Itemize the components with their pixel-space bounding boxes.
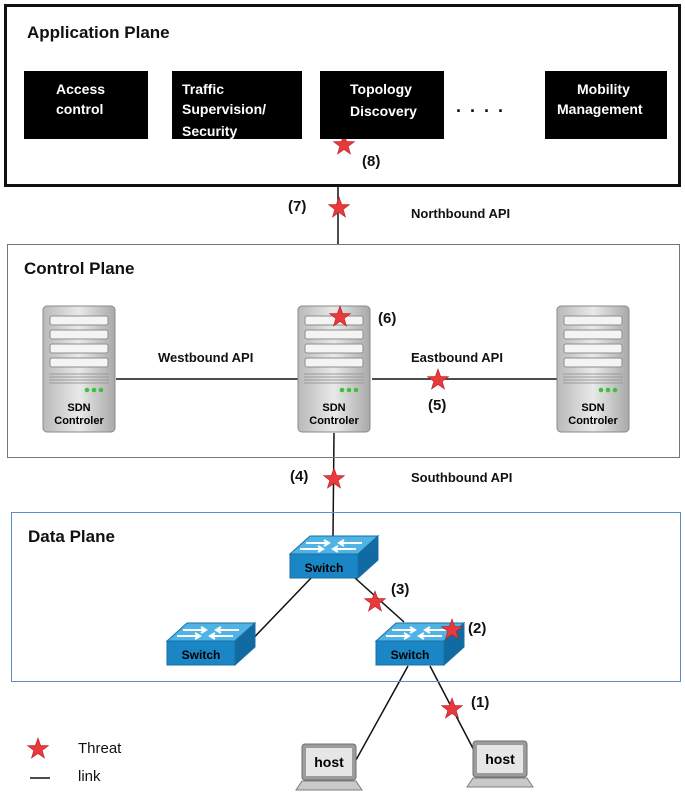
controller-label-line: Controler bbox=[54, 415, 104, 427]
sdn-controller-right-label: SDN Controler bbox=[557, 402, 629, 428]
app-label: Security bbox=[182, 123, 238, 139]
host-right-label: host bbox=[485, 751, 515, 767]
data-plane: Data Plane bbox=[11, 512, 681, 682]
app-label: control bbox=[56, 101, 104, 117]
app-label: Mobility bbox=[577, 81, 630, 97]
legend-link-label: link bbox=[78, 768, 101, 785]
data-plane-title: Data Plane bbox=[28, 527, 115, 546]
app-label: Management bbox=[557, 101, 643, 117]
threat-label-1: (1) bbox=[471, 694, 490, 711]
application-plane: Application Plane bbox=[4, 4, 681, 187]
control-plane-title: Control Plane bbox=[24, 259, 135, 278]
switch-left-label: Switch bbox=[181, 648, 221, 662]
threat-label-3: (3) bbox=[391, 581, 410, 598]
threat-label-7: (7) bbox=[288, 198, 307, 215]
controller-label-line: SDN bbox=[67, 402, 91, 414]
controller-label-line: Controler bbox=[309, 415, 359, 427]
controller-label-line: SDN bbox=[322, 402, 346, 414]
controller-label-line: SDN bbox=[581, 402, 605, 414]
app-label: Supervision/ bbox=[182, 101, 267, 117]
eastbound-api-label: Eastbound API bbox=[411, 350, 503, 365]
threat-label-6: (6) bbox=[378, 310, 397, 327]
app-label: Traffic bbox=[182, 81, 225, 97]
app-label: Access bbox=[56, 81, 106, 97]
application-plane-title: Application Plane bbox=[27, 23, 170, 42]
app-ellipsis: . . . . bbox=[456, 96, 506, 116]
legend-threat-label: Threat bbox=[78, 740, 122, 757]
app-label: Topology bbox=[350, 81, 412, 97]
westbound-api-label: Westbound API bbox=[158, 350, 254, 365]
threat-label-5: (5) bbox=[428, 397, 447, 414]
control-plane: Control Plane bbox=[7, 244, 680, 458]
app-access-control: Access control bbox=[24, 71, 148, 139]
sdn-controller-center-label: SDN Controler bbox=[298, 402, 370, 428]
host-left-label: host bbox=[314, 754, 344, 770]
northbound-api-label: Northbound API bbox=[411, 206, 511, 221]
sdn-controller-left-label: SDN Controler bbox=[43, 402, 115, 428]
switch-top-label: Switch bbox=[304, 561, 344, 575]
switch-right-label: Switch bbox=[390, 648, 430, 662]
controller-label-line: Controler bbox=[568, 415, 618, 427]
southbound-link bbox=[332, 432, 335, 537]
threat-label-4: (4) bbox=[290, 468, 309, 485]
southbound-api-label: Southbound API bbox=[411, 470, 513, 485]
app-mobility-management: Mobility Management bbox=[545, 71, 667, 139]
app-label: Discovery bbox=[350, 103, 417, 119]
threat-star-7-icon bbox=[328, 196, 350, 218]
app-traffic-supervision: Traffic Supervision/ Security bbox=[172, 71, 302, 139]
legend-threat-icon bbox=[27, 737, 49, 759]
threat-label-2: (2) bbox=[468, 620, 487, 637]
threat-star-1-icon bbox=[441, 697, 463, 719]
app-topology-discovery: Topology Discovery bbox=[320, 71, 444, 139]
threat-label-8: (8) bbox=[362, 153, 381, 170]
